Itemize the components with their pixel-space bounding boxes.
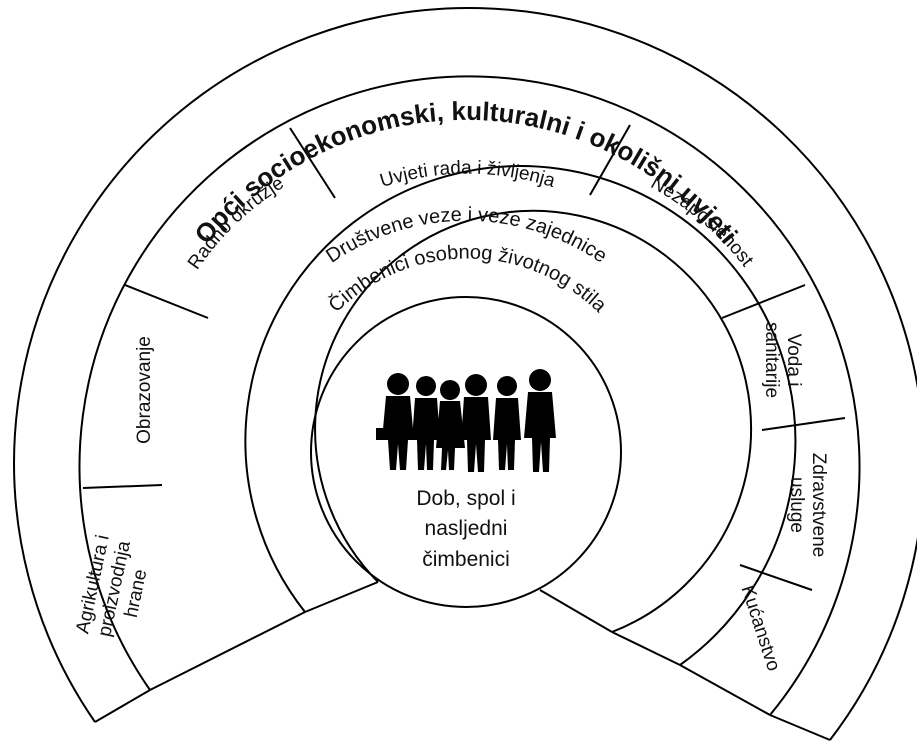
divider-3	[289, 127, 336, 199]
divider-6	[761, 417, 846, 431]
divider-4	[589, 124, 631, 196]
center-label-line3: čimbenici	[422, 548, 510, 571]
band-edge-left	[94, 689, 151, 723]
divider-7	[739, 564, 813, 591]
svg-text:Zdravstvene: Zdravstvene	[808, 453, 829, 558]
center-circle	[310, 296, 622, 608]
band-edge-left-2	[149, 611, 306, 691]
ring-lifestyle-label: Čimbenici osobnog životnog stila	[324, 241, 611, 317]
band-edge-left-3	[304, 581, 379, 613]
segment-agrikultura: Agrikultura i proizvodnja hrane	[72, 533, 151, 639]
segment-kucanstvo: Kućanstvo	[737, 583, 784, 674]
band-edge-right-2	[679, 664, 771, 716]
social-ring	[244, 165, 797, 666]
segment-obrazovanje: Obrazovanje	[134, 336, 155, 444]
segment-voda: Voda i sanitarije	[761, 322, 804, 398]
svg-text:Voda i: Voda i	[783, 334, 804, 387]
segment-band-outer	[78, 75, 861, 716]
band-edge-right-4	[539, 589, 613, 633]
band-edge-right	[769, 714, 831, 741]
center-label-line2: nasljedni	[425, 517, 508, 540]
divider-5	[721, 284, 806, 319]
divider-1	[82, 484, 163, 489]
segment-zdravstvene: Zdravstvene usluge	[786, 453, 829, 558]
center-label-line1: Dob, spol i	[416, 487, 515, 510]
band-edge-right-3	[611, 631, 681, 666]
lifestyle-ring	[314, 209, 753, 633]
group-of-people-silhouette-icon	[376, 369, 556, 472]
outer-band	[13, 6, 917, 741]
segment-uvjeti: Uvjeti rada i življenja	[378, 158, 558, 192]
svg-text:usluge: usluge	[786, 477, 807, 533]
svg-text:sanitarije: sanitarije	[761, 322, 782, 398]
divider-2	[124, 284, 209, 319]
